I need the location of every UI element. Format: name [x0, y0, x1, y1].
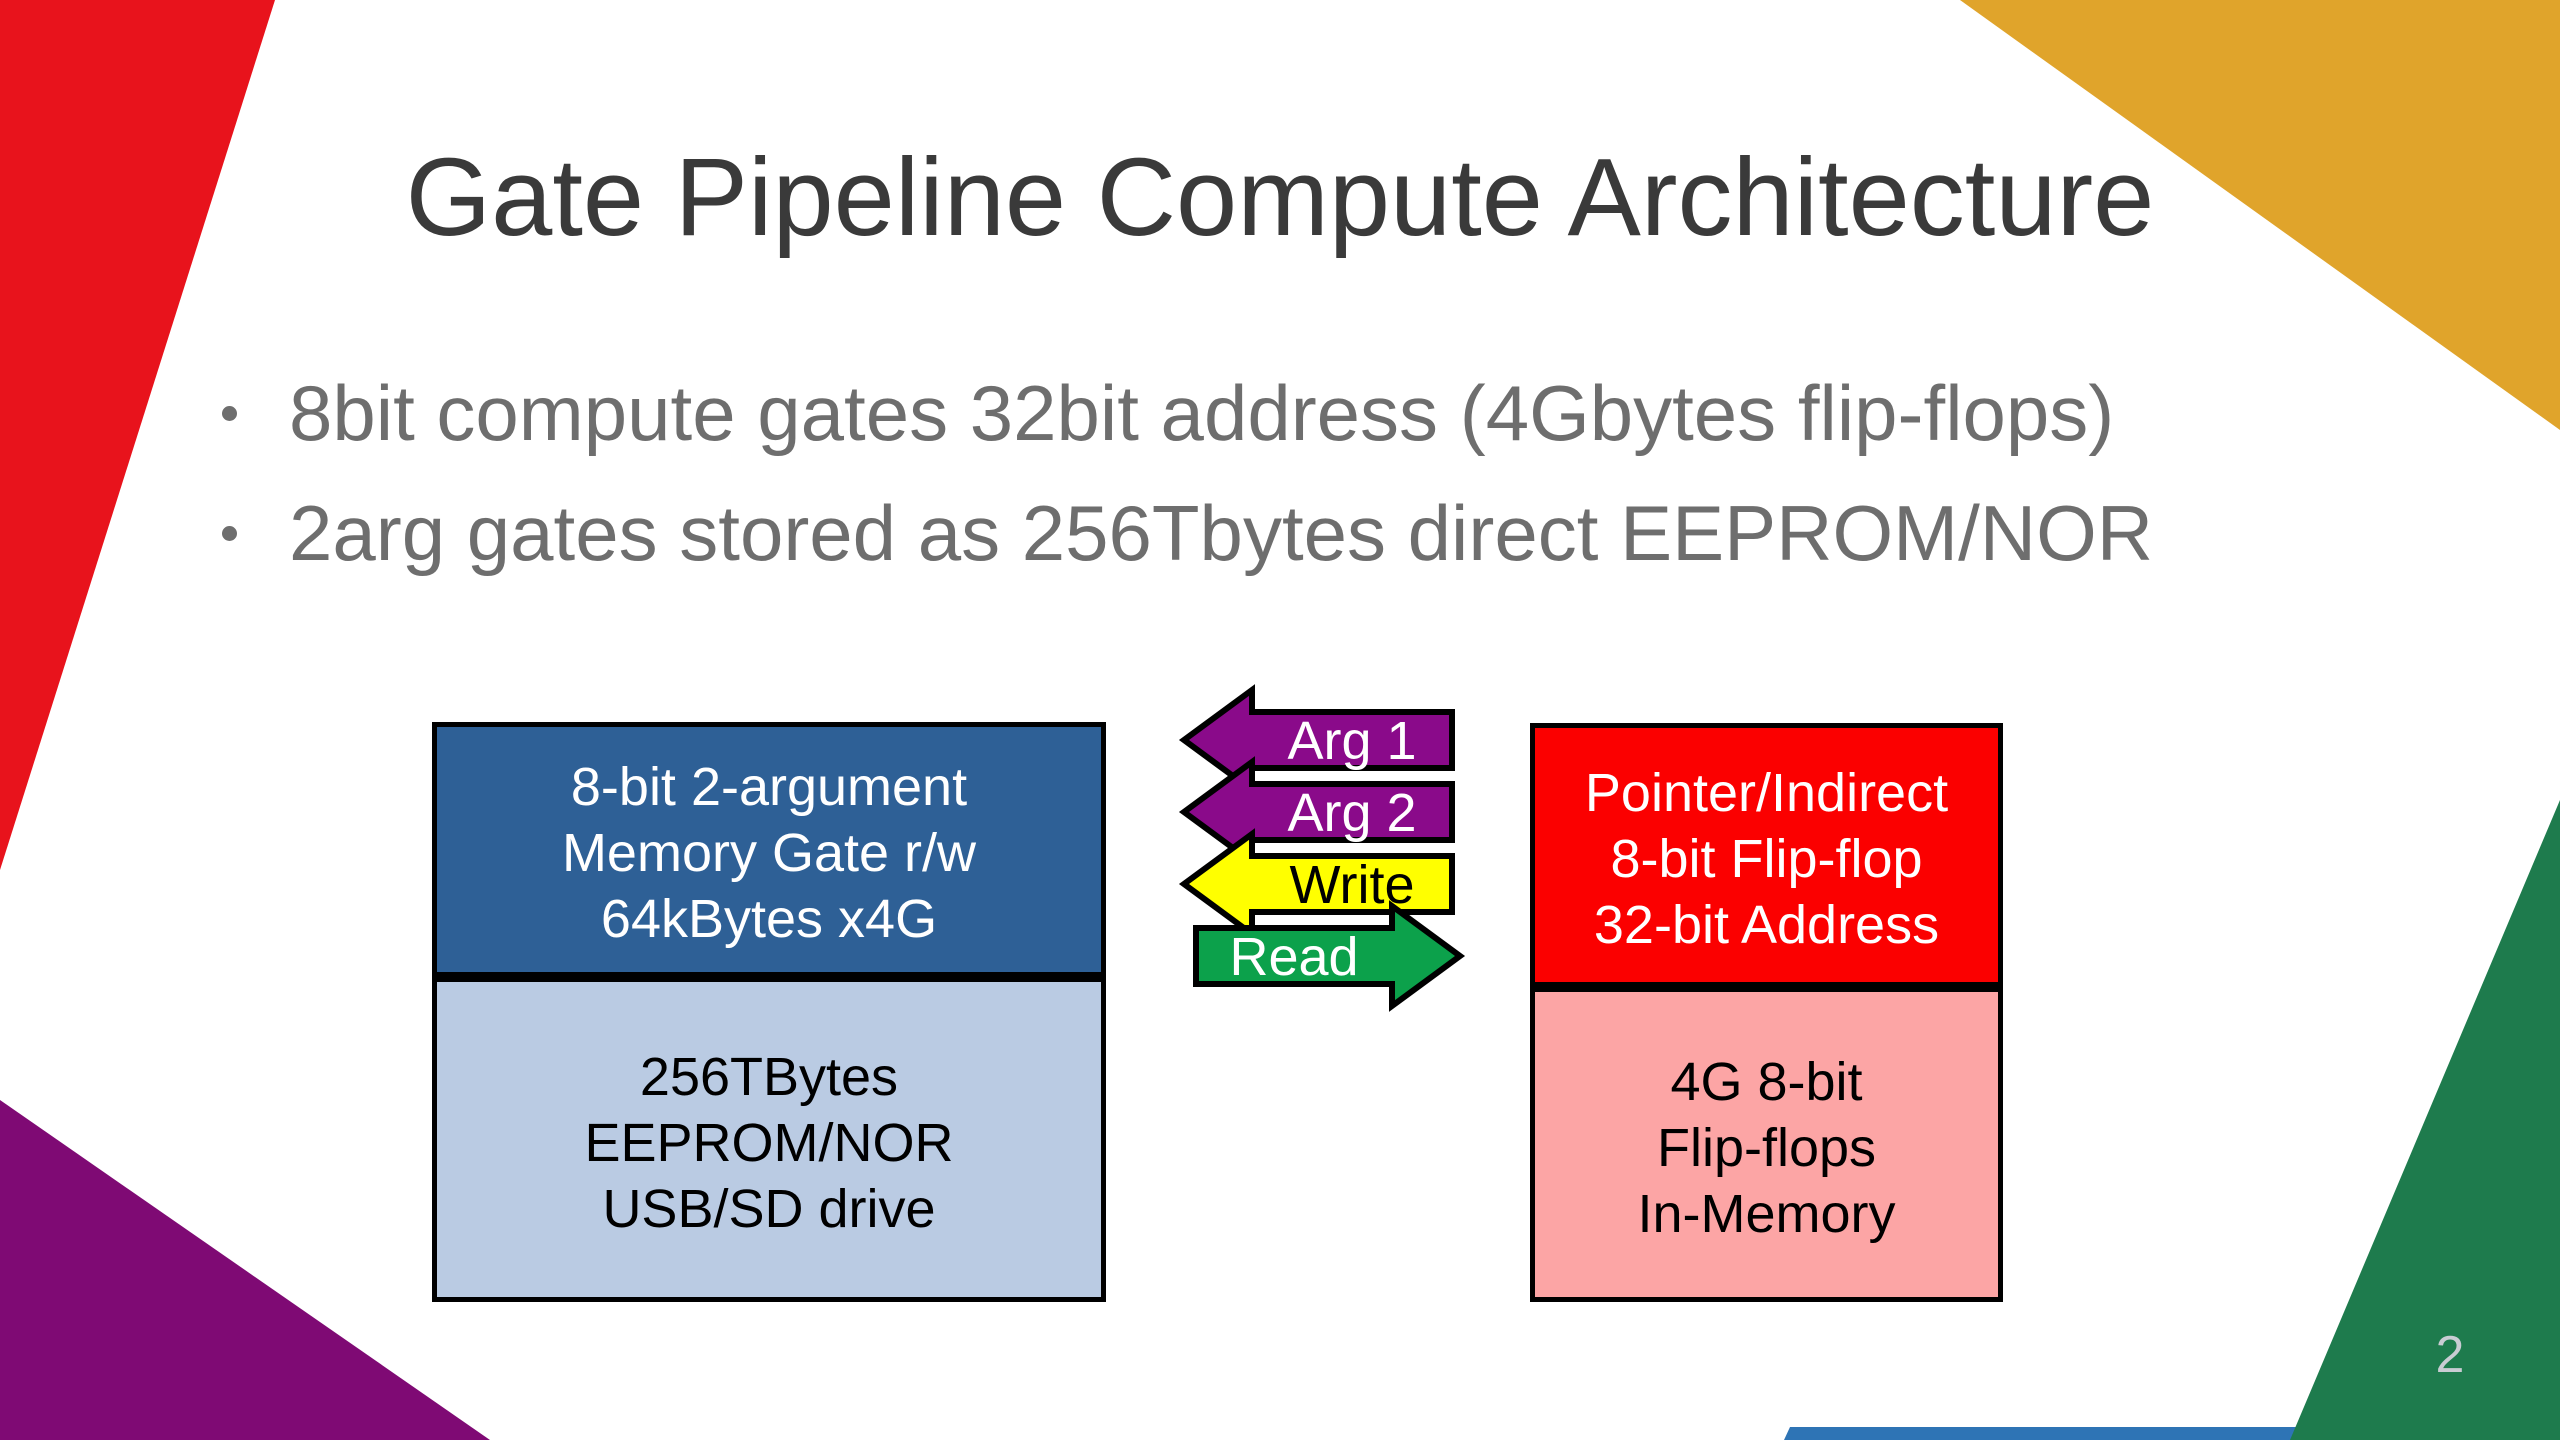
flip-flop-box-header: Pointer/Indirect 8-bit Flip-flop 32-bit … [1530, 723, 2003, 987]
box-line: EEPROM/NOR [584, 1113, 954, 1173]
memory-gate-box: 8-bit 2-argument Memory Gate r/w 64kByte… [432, 722, 1106, 1302]
box-line: 256TBytes [639, 1047, 899, 1107]
box-line: Memory Gate r/w [561, 823, 977, 883]
memory-gate-box-header: 8-bit 2-argument Memory Gate r/w 64kByte… [432, 722, 1106, 977]
bullet-text: 8bit compute gates 32bit address (4Gbyte… [289, 369, 2115, 457]
read-arrow-label: Read [1229, 927, 1358, 987]
box-line: In-Memory [1637, 1184, 1896, 1244]
box-line: Flip-flops [1656, 1118, 1877, 1178]
bullet-dot-icon [222, 525, 237, 541]
box-line: USB/SD drive [602, 1179, 936, 1239]
arg1-arrow-label: Arg 1 [1287, 711, 1416, 771]
purple-triangle-decoration [0, 1100, 490, 1440]
bullet-item: 2arg gates stored as 256Tbytes direct EE… [222, 488, 2153, 578]
bullet-dot-icon [222, 405, 237, 421]
read-arrow-right-icon [1193, 900, 1466, 1012]
page-number: 2 [2435, 1326, 2465, 1384]
red-triangle-decoration [0, 0, 275, 870]
flip-flop-box: Pointer/Indirect 8-bit Flip-flop 32-bit … [1530, 723, 2003, 1302]
bullet-item: 8bit compute gates 32bit address (4Gbyte… [222, 368, 2114, 458]
flip-flop-box-body: 4G 8-bit Flip-flops In-Memory [1530, 987, 2003, 1302]
bullet-text: 2arg gates stored as 256Tbytes direct EE… [289, 489, 2154, 577]
blue-bar-decoration [1784, 1427, 2365, 1440]
box-line: 32-bit Address [1593, 895, 1940, 955]
memory-gate-box-body: 256TBytes EEPROM/NOR USB/SD drive [432, 977, 1106, 1302]
gold-triangle-decoration [1960, 0, 2560, 430]
box-line: 64kBytes x4G [600, 889, 938, 949]
box-line: 8-bit Flip-flop [1610, 829, 1923, 889]
box-line: 8-bit 2-argument [570, 757, 968, 817]
green-triangle-decoration [2290, 800, 2560, 1440]
page-title: Gate Pipeline Compute Architecture [405, 136, 2155, 259]
data-flow-arrows: Arg 1 Arg 2 Write Read [1178, 684, 1466, 1012]
arg2-arrow-label: Arg 2 [1287, 783, 1416, 843]
box-line: 4G 8-bit [1670, 1052, 1863, 1112]
write-arrow-left-icon [1178, 828, 1455, 940]
box-line: Pointer/Indirect [1584, 763, 1949, 823]
